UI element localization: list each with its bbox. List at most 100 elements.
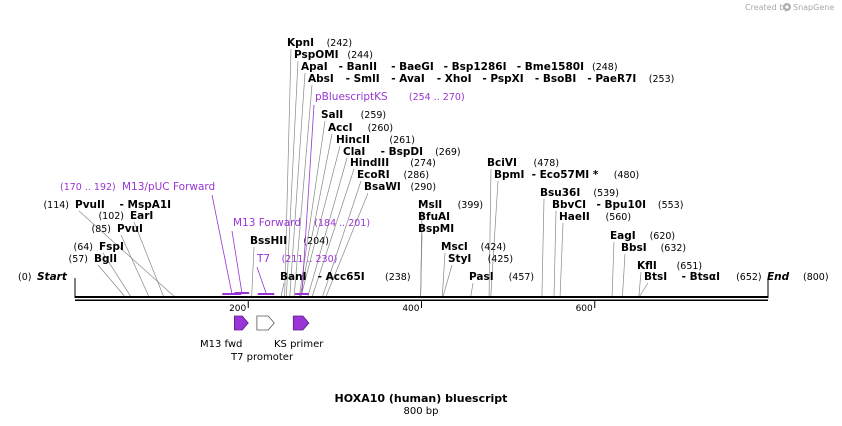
site-name: BspDI <box>389 146 423 158</box>
site-name: MspA1I <box>128 199 172 211</box>
site-name: BglI <box>94 253 117 265</box>
site-acci[interactable]: AccI(260) <box>328 122 393 134</box>
credit-text: Created by <box>745 3 789 12</box>
site-name: Bsu36I <box>540 187 580 199</box>
feature-range: (184 .. 201) <box>314 218 370 229</box>
site-separator: - <box>482 73 486 85</box>
site-eari[interactable]: (102)EarI <box>98 210 153 222</box>
site-bbvci-bpu10i[interactable]: BbvCI-Bpu10I(553) <box>552 199 683 211</box>
site-name: MscI <box>441 241 468 253</box>
site-name: HincII <box>336 134 370 146</box>
site-leader-line <box>470 282 474 297</box>
site-name: BssHII <box>250 235 287 247</box>
site-msli[interactable]: MslI(399) <box>418 199 483 211</box>
site-eagi[interactable]: EagI(620) <box>610 230 675 242</box>
feature-bar <box>222 293 242 295</box>
site-position: (57) <box>68 254 88 265</box>
feature-m13-forward[interactable]: M13 Forward(184 .. 201) <box>231 217 370 294</box>
backbone-bottom-strand <box>75 299 768 301</box>
site-position: (632) <box>661 243 687 254</box>
site-clai-bspdi[interactable]: ClaI-BspDI(269) <box>343 146 461 158</box>
site-leader-line <box>300 145 341 297</box>
site-leader-line <box>299 133 333 297</box>
start-position: (0) <box>18 272 31 283</box>
site-separator: - <box>318 271 322 283</box>
feature-m13-puc-forward[interactable]: (170 .. 192)M13/pUC Forward <box>60 181 242 295</box>
scale-tick-label: 400 <box>402 304 419 314</box>
site-name: XhoI <box>445 73 472 85</box>
site-bgli[interactable]: (57) BglI <box>68 253 117 265</box>
site-bsu36i[interactable]: Bsu36I(539) <box>540 187 619 199</box>
primer-ks-primer[interactable]: KS primer <box>274 315 324 350</box>
site-pvui[interactable]: (85)PvuI <box>91 223 142 235</box>
site-hindiii[interactable]: HindIII(274) <box>350 157 436 169</box>
site-separator: - <box>597 199 601 211</box>
site-apai-banii-baegi-bsp1286i-bme1580i[interactable]: ApaI-BanII-BaeGI-Bsp1286I-Bme1580I(248) <box>301 61 618 73</box>
site-position: (399) <box>458 200 484 211</box>
site-leader-line <box>251 246 255 297</box>
site-leader-line <box>280 282 285 297</box>
site-name: Bpu10I <box>605 199 647 211</box>
site-kpni[interactable]: KpnI(242) <box>287 37 352 49</box>
site-bani-acc65i[interactable]: BanI-Acc65I(238) <box>280 271 411 283</box>
site-bsshii[interactable]: BssHII(204) <box>250 235 329 247</box>
site-bspmi[interactable]: BspMI <box>418 223 454 235</box>
site-leader-line <box>420 234 423 297</box>
site-separator: - <box>391 61 395 73</box>
site-name: ApaI <box>301 61 328 73</box>
site-name: EarI <box>130 210 153 222</box>
feature-leader-line <box>231 230 243 293</box>
site-leader-line <box>488 168 492 297</box>
site-separator: - <box>437 73 441 85</box>
site-position: (560) <box>606 212 632 223</box>
site-ecori[interactable]: EcoRI(286) <box>357 169 429 181</box>
site-name: Acc65I <box>326 271 365 283</box>
site-pasi[interactable]: PasI(457) <box>469 271 534 283</box>
site-bbsi[interactable]: BbsI(632) <box>621 242 686 254</box>
site-absi-smli-avai-xhoi-pspxi-bsobi-paer7i[interactable]: AbsI-SmlI-AvaI-XhoI-PspXI-BsoBI-PaeR7I(2… <box>308 73 674 85</box>
site-leader-line <box>289 72 306 297</box>
site-msci[interactable]: MscI(424) <box>441 241 506 253</box>
site-styi[interactable]: StyI(425) <box>448 253 513 265</box>
site-position: (244) <box>347 50 373 61</box>
site-leader-line <box>559 222 564 297</box>
primer-t7-promoter[interactable]: T7 promoter <box>230 315 294 363</box>
site-name: ClaI <box>343 146 365 158</box>
site-pspomi[interactable]: PspOMI (244) <box>294 49 373 61</box>
map-title: HOXA10 (human) bluescript <box>335 392 508 405</box>
site-name: SmlI <box>354 73 380 85</box>
leader-lines <box>78 48 649 297</box>
feature-leader-line <box>301 104 315 294</box>
feature-range: (211 .. 230) <box>282 254 338 265</box>
site-separator: - <box>381 146 385 158</box>
site-separator: - <box>346 73 350 85</box>
map-subtitle: 800 bp <box>404 406 439 417</box>
site-name: PspOMI <box>294 49 339 61</box>
site-sali[interactable]: SalI(259) <box>321 109 386 121</box>
site-name: BfuAI <box>418 211 450 223</box>
site-labels: (57) BglI(64)FspI (85)PvuI(102)EarI(114)Pv… <box>43 37 761 283</box>
site-position: (457) <box>509 272 535 283</box>
site-haeii[interactable]: HaeII(560) <box>559 211 631 223</box>
site-fspi[interactable]: (64)FspI <box>73 241 123 253</box>
site-bfuai[interactable]: BfuAI <box>418 211 450 223</box>
site-bpmi-eco57mi[interactable]: BpmI-Eco57MI *(480) <box>494 169 639 181</box>
feature-pbluescriptks[interactable]: pBluescriptKS(254 .. 270) <box>295 91 465 295</box>
site-kfli[interactable]: KflI(651) <box>637 260 702 272</box>
site-leader-line <box>284 48 292 297</box>
site-pvuii-mspa1i[interactable]: (114)PvuII-MspA1I <box>43 199 171 211</box>
feature-t7[interactable]: T7(211 .. 230) <box>256 253 337 295</box>
site-bcivi[interactable]: BciVI(478) <box>487 157 559 169</box>
site-hincii[interactable]: HincII(261) <box>336 134 415 146</box>
site-name: PvuI <box>117 223 143 235</box>
feature-bar <box>234 292 250 294</box>
site-leader-line <box>312 168 355 297</box>
site-bsawi[interactable]: BsaWI(290) <box>364 181 436 193</box>
site-btsi-bts-i[interactable]: BtsI-BtsαI(652) <box>644 271 762 283</box>
site-name: AccI <box>328 122 352 134</box>
primer-arrow-icon <box>292 315 310 331</box>
primer-m13-fwd[interactable]: M13 fwd <box>200 315 249 350</box>
